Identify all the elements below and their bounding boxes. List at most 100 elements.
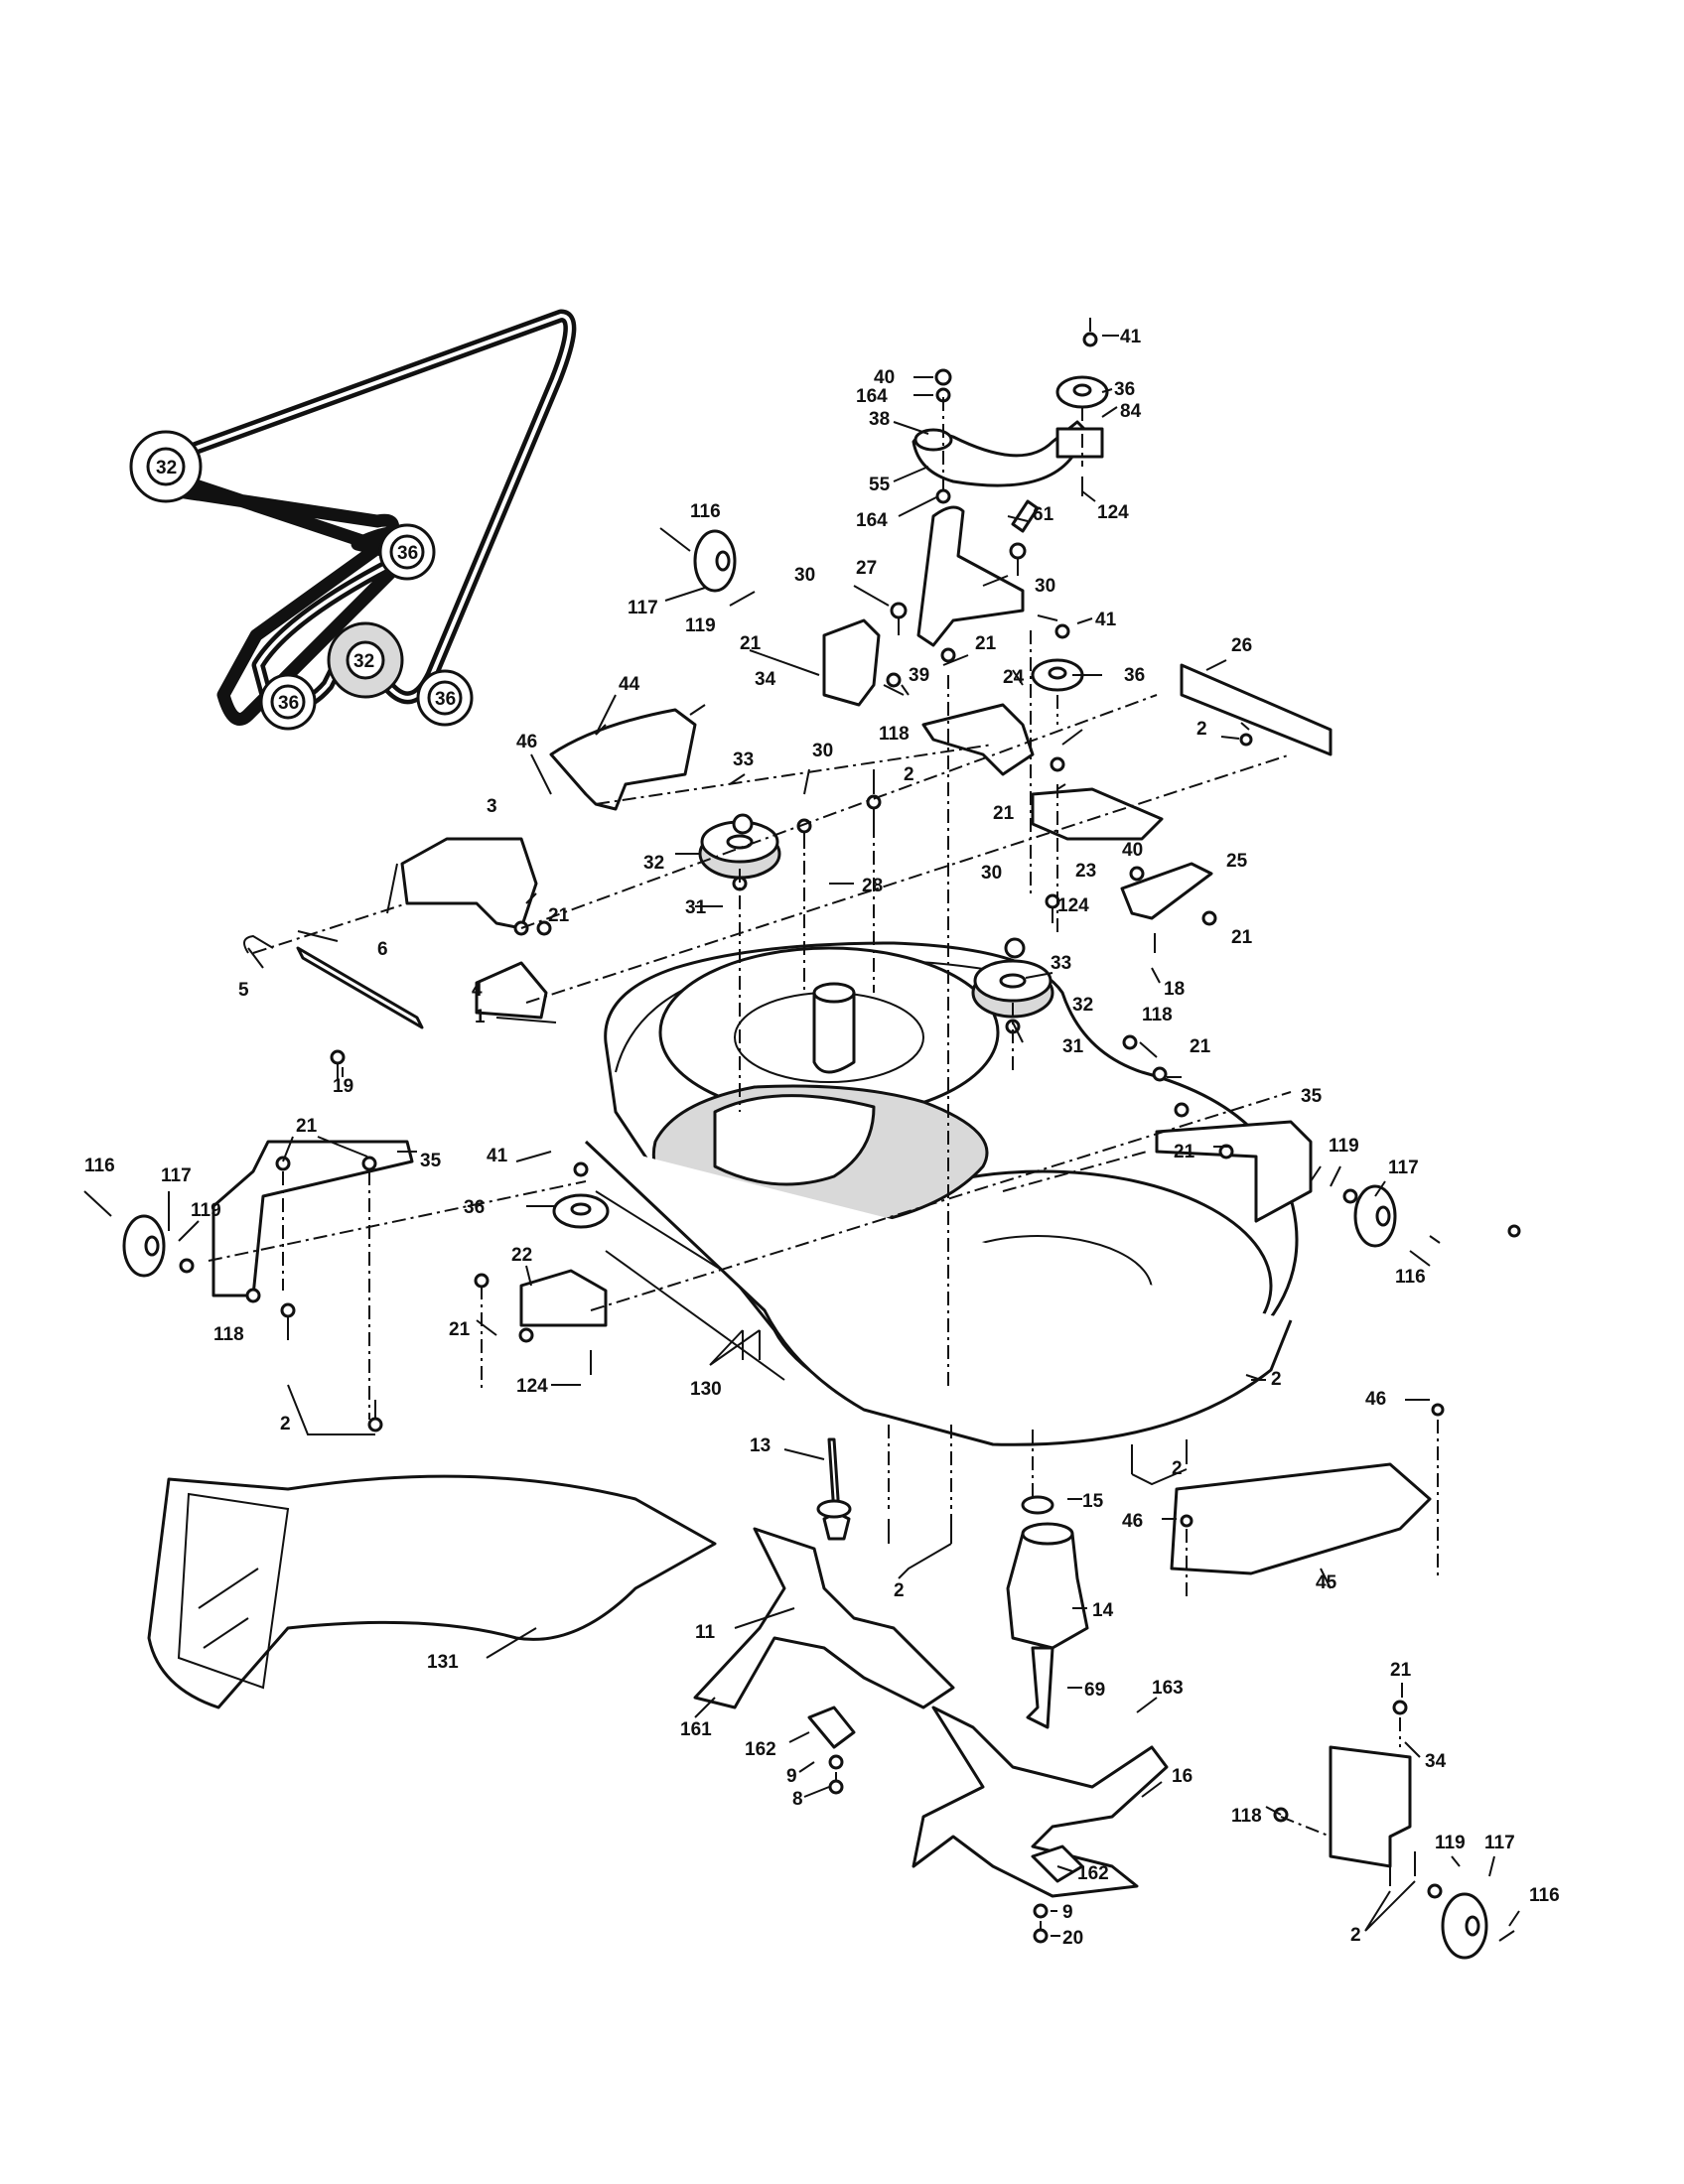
belt-pulley: 32 (129, 430, 203, 503)
part-label-46: 46 (1122, 1511, 1143, 1532)
part-label-20: 20 (1062, 1928, 1083, 1949)
part-label-45: 45 (1316, 1572, 1337, 1593)
pulley-label: 32 (156, 458, 177, 478)
gauge-wheel (693, 529, 737, 593)
part-label-24: 24 (1003, 667, 1025, 688)
part-label-5: 5 (238, 980, 249, 1001)
part-label-36: 36 (464, 1197, 485, 1218)
part-label-164: 164 (856, 386, 888, 407)
part-label-124: 124 (1057, 895, 1089, 916)
pulley (1055, 375, 1109, 409)
part-label-117: 117 (1484, 1833, 1515, 1853)
gauge-wheel (122, 1214, 166, 1278)
part-label-117: 117 (628, 598, 658, 618)
part-label-9: 9 (1062, 1902, 1073, 1923)
part-label-30: 30 (794, 565, 815, 586)
part-label-116: 116 (690, 501, 721, 522)
part-label-2: 2 (280, 1414, 291, 1434)
part-label-117: 117 (161, 1165, 192, 1186)
part-label-21: 21 (1190, 1036, 1211, 1057)
part-label-124: 124 (516, 1376, 548, 1397)
gauge-wheel (1353, 1184, 1397, 1248)
part-label-21: 21 (740, 633, 762, 654)
part-label-40: 40 (1122, 840, 1143, 861)
part-label-41: 41 (487, 1146, 508, 1166)
part-label-14: 14 (1092, 1600, 1114, 1621)
part-label-46: 46 (1365, 1389, 1386, 1410)
part-label-36: 36 (1114, 379, 1135, 400)
part-label-162: 162 (745, 1739, 776, 1760)
part-label-2: 2 (1350, 1925, 1361, 1946)
part-label-44: 44 (619, 674, 640, 695)
part-label-40: 40 (874, 367, 895, 388)
part-label-21: 21 (1390, 1660, 1412, 1681)
part-label-4: 4 (472, 980, 483, 1001)
belt-pulley: 36 (259, 673, 317, 731)
part-label-118: 118 (213, 1324, 244, 1345)
spindle-and-blades (693, 1437, 1169, 1898)
part-label-21: 21 (993, 803, 1015, 824)
part-label-34: 34 (755, 669, 776, 690)
part-label-163: 163 (1152, 1678, 1184, 1699)
part-label-30: 30 (1035, 576, 1055, 597)
part-label-16: 16 (1172, 1766, 1193, 1787)
part-label-118: 118 (879, 724, 910, 745)
part-number-labels: 41 40 164 36 84 38 55 164 124 61 116 117… (84, 327, 1560, 1949)
part-label-3: 3 (487, 796, 497, 817)
part-label-18: 18 (1164, 979, 1185, 1000)
part-label-118: 118 (1142, 1005, 1173, 1025)
part-label-11: 11 (695, 1622, 716, 1643)
part-label-33: 33 (733, 750, 754, 770)
pulley (971, 959, 1054, 1019)
part-label-28: 28 (862, 876, 883, 896)
part-label-161: 161 (680, 1719, 712, 1740)
belt-pulley: 36 (416, 669, 474, 727)
part-label-46: 46 (516, 732, 537, 752)
part-label-30: 30 (812, 741, 833, 761)
part-label-21: 21 (296, 1116, 318, 1137)
part-label-33: 33 (1051, 953, 1071, 974)
part-label-21: 21 (449, 1319, 471, 1340)
part-label-31: 31 (1062, 1036, 1084, 1057)
part-label-119: 119 (1329, 1136, 1359, 1157)
pulley-label: 36 (397, 543, 418, 564)
part-label-2: 2 (904, 764, 914, 785)
part-label-164: 164 (856, 510, 888, 531)
part-label-13: 13 (750, 1435, 771, 1456)
part-label-36: 36 (1124, 665, 1145, 686)
part-label-25: 25 (1226, 851, 1248, 872)
part-label-2: 2 (894, 1580, 905, 1601)
part-label-21: 21 (1231, 927, 1253, 948)
part-label-41: 41 (1120, 327, 1142, 347)
mower-deck-housing (584, 941, 1299, 1446)
pulley-label: 36 (435, 689, 456, 710)
part-label-38: 38 (869, 409, 890, 430)
part-label-119: 119 (685, 615, 716, 636)
gauge-wheel (1441, 1892, 1488, 1960)
part-label-130: 130 (690, 1379, 722, 1400)
part-label-21: 21 (975, 633, 997, 654)
belt-pulley: 32 (327, 621, 404, 699)
part-label-118: 118 (1231, 1806, 1262, 1827)
part-label-8: 8 (792, 1789, 803, 1810)
part-label-30: 30 (981, 863, 1002, 884)
part-label-119: 119 (191, 1200, 221, 1221)
pulley-label: 32 (353, 651, 374, 672)
part-label-6: 6 (377, 939, 388, 960)
leader-lines (168, 335, 1520, 1937)
alignment-lines (208, 397, 1439, 1931)
belt-routing-inset: 32 36 32 36 36 (129, 309, 577, 731)
part-label-21: 21 (1174, 1142, 1195, 1162)
part-label-35: 35 (420, 1151, 442, 1171)
part-label-26: 26 (1231, 635, 1252, 656)
part-label-34: 34 (1425, 1751, 1447, 1772)
part-label-32: 32 (1072, 995, 1093, 1016)
brackets (211, 708, 1432, 1868)
idler-arm-assembly (822, 420, 1333, 920)
part-label-19: 19 (333, 1076, 353, 1097)
belt-pulley: 36 (378, 523, 436, 581)
part-label-41: 41 (1095, 610, 1117, 630)
part-label-2: 2 (1172, 1458, 1183, 1479)
